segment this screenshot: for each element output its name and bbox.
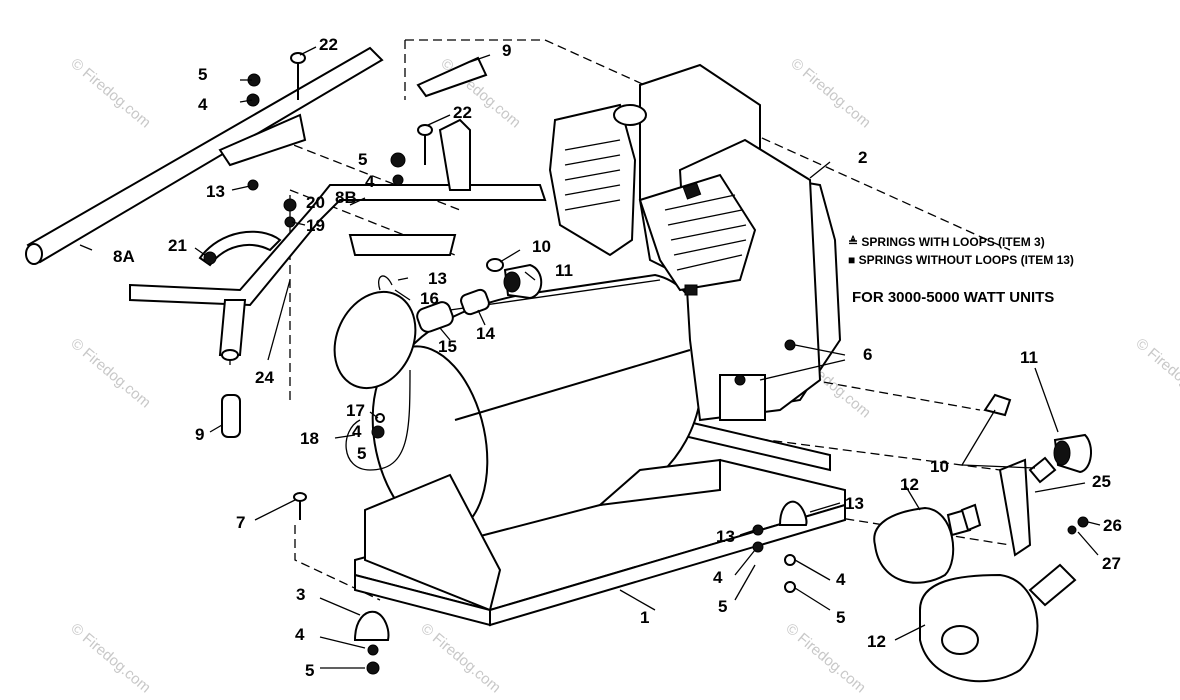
- callout-5: 5: [305, 661, 314, 680]
- callout-9: 9: [502, 41, 511, 60]
- callout-7: 7: [236, 513, 245, 532]
- callout-4: 4: [836, 570, 846, 589]
- callout-4: 4: [198, 95, 208, 114]
- clamp-21: [198, 230, 282, 267]
- watermark: © Firedog.com: [782, 620, 868, 696]
- callout-18: 18: [300, 429, 319, 448]
- callout-5: 5: [358, 150, 367, 169]
- callout-3: 3: [296, 585, 305, 604]
- callout-21: 21: [168, 236, 187, 255]
- fitting-15: [416, 301, 454, 333]
- callout-5: 5: [836, 608, 845, 627]
- engine-generator: [548, 63, 842, 422]
- watermark: © Firedog.com: [67, 620, 153, 696]
- callout-13: 13: [206, 182, 225, 201]
- leader-lines: [79, 46, 1101, 669]
- callout-4: 4: [352, 422, 362, 441]
- callout-15: 15: [438, 337, 457, 356]
- callout-13: 13: [428, 269, 447, 288]
- callout-4: 4: [365, 172, 375, 191]
- callout-12: 12: [900, 475, 919, 494]
- legend-springs-without-loops: ■ SPRINGS WITHOUT LOOPS (ITEM 13): [848, 253, 1074, 267]
- spring-13: [778, 500, 808, 526]
- handle-8a: [25, 46, 384, 265]
- callout-6: 6: [863, 345, 872, 364]
- legend-springs-with-loops: ≜ SPRINGS WITH LOOPS (ITEM 3): [848, 235, 1045, 249]
- legend: ≜ SPRINGS WITH LOOPS (ITEM 3) ■ SPRINGS …: [848, 235, 1074, 306]
- callout-10: 10: [532, 237, 551, 256]
- handle-grip-9-upper: [416, 56, 488, 98]
- callout-16: 16: [420, 289, 439, 308]
- watermark: © Firedog.com: [787, 55, 873, 131]
- callout-5: 5: [198, 65, 207, 84]
- callout-12: 12: [867, 632, 886, 651]
- callout-25: 25: [1092, 472, 1111, 491]
- callout-5: 5: [357, 444, 366, 463]
- muffler-small: [873, 503, 982, 584]
- watermark: © Firedog.com: [67, 335, 153, 411]
- callout-19: 19: [306, 216, 325, 235]
- watermark: © Firedog.com: [417, 620, 503, 696]
- callout-8b: 8B: [335, 188, 357, 207]
- bracket-25: [998, 458, 1032, 557]
- callout-1: 1: [640, 608, 649, 627]
- callout-14: 14: [476, 324, 495, 343]
- callout-10: 10: [930, 457, 949, 476]
- small-parts: [198, 52, 1092, 675]
- callout-11: 11: [555, 261, 573, 280]
- cylinder-fins: [638, 173, 757, 292]
- callout-20: 20: [306, 193, 325, 212]
- muffler-large: [919, 563, 1077, 683]
- callout-labels: 1 2 3 4 4 4 4 4 4 5 5 5 5 5 5 6 7 8A 8B …: [113, 35, 1122, 680]
- callout-11: 11: [1020, 348, 1038, 367]
- spring-3: [353, 610, 390, 641]
- gasket-10-lower: [983, 393, 1012, 417]
- callout-17: 17: [346, 401, 365, 420]
- callout-24: 24: [255, 368, 274, 387]
- air-cleaner-grille: [564, 139, 621, 211]
- callout-22: 22: [319, 35, 338, 54]
- callout-13: 13: [716, 527, 735, 546]
- fuel-cap: [613, 104, 647, 126]
- callout-26: 26: [1103, 516, 1122, 535]
- handle-8b: [129, 118, 547, 361]
- callout-2: 2: [858, 148, 867, 167]
- gasket-ring: [333, 290, 417, 390]
- callout-5: 5: [718, 597, 727, 616]
- fuel-tank: [364, 273, 721, 612]
- callout-8a: 8A: [113, 247, 135, 266]
- callout-4: 4: [295, 625, 305, 644]
- handle-grip-9-lower: [221, 394, 241, 438]
- watermark: © Firedog.com: [1132, 335, 1180, 411]
- callout-4: 4: [713, 568, 723, 587]
- callout-22: 22: [453, 103, 472, 122]
- callout-27: 27: [1102, 554, 1121, 573]
- callout-9: 9: [195, 425, 204, 444]
- callout-13: 13: [845, 494, 864, 513]
- applicability-note: FOR 3000-5000 WATT UNITS: [852, 289, 1054, 306]
- watermark: © Firedog.com: [67, 55, 153, 131]
- gasket-10-upper: [486, 258, 504, 272]
